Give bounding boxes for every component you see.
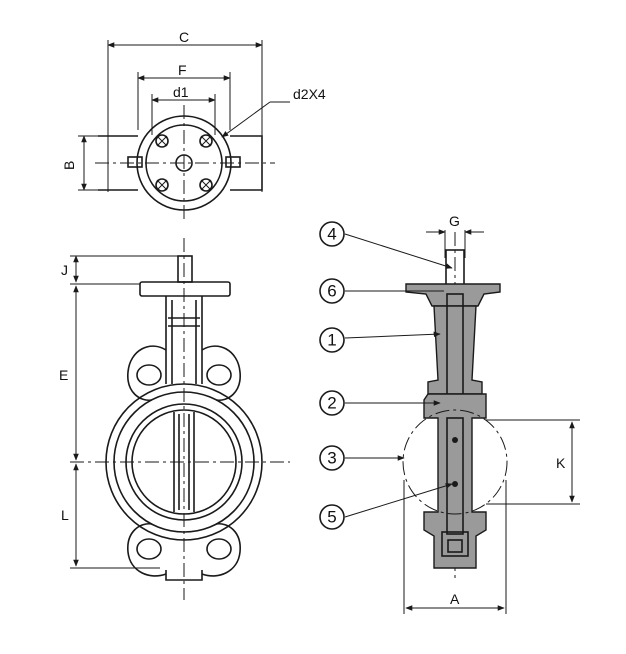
dim-label-f: F	[178, 62, 187, 78]
dim-label-a: A	[450, 591, 460, 607]
part-balloon-4: 4	[327, 225, 336, 244]
part-balloon-5: 5	[327, 508, 336, 527]
dim-label-c: C	[179, 29, 189, 45]
part-balloon-2: 2	[327, 394, 336, 413]
top-flange-view	[78, 40, 290, 222]
front-valve-view	[70, 238, 290, 600]
dim-label-k: K	[556, 455, 566, 471]
bolt-holes	[155, 134, 213, 192]
dim-label-j: J	[61, 262, 68, 278]
part-balloon-3: 3	[327, 449, 336, 468]
dim-label-d1: d1	[173, 84, 189, 100]
dim-label-d2x4: d2X4	[293, 86, 326, 102]
dim-label-e: E	[59, 367, 68, 383]
part-balloon-1: 1	[327, 331, 336, 350]
dim-label-g: G	[449, 213, 460, 229]
dim-label-b: B	[61, 161, 77, 170]
side-section-view	[319, 221, 580, 614]
dim-label-l: L	[61, 507, 69, 523]
part-balloon-6: 6	[327, 282, 336, 301]
